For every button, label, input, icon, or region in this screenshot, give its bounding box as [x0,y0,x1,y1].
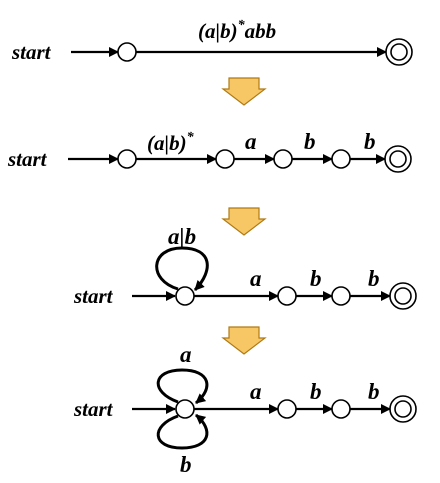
stage-2: start (a|b)* a b b [7,129,412,173]
transition-label: b [310,379,322,404]
transition-label: a [250,379,262,404]
transition-label: b [310,266,322,291]
transition-label: b [304,129,316,154]
kleene-star: * [187,130,195,145]
stage-4: start a b a b b [73,342,417,477]
state [215,149,235,169]
regex-suffix: abb [245,19,277,43]
self-loop-edge [155,246,209,292]
transition-label: b [368,379,380,404]
accept-state-inner [394,400,412,418]
transition-label: b [364,129,376,154]
down-arrow-icon [221,207,267,236]
stage-3: start a|b a b b [73,224,417,310]
accept-state-inner [394,287,412,305]
loop-label-bottom: b [180,452,192,477]
regex-group: (a|b) [198,19,238,43]
transition-label: (a|b)*abb [198,18,276,43]
start-label: start [11,40,52,64]
state [175,286,195,306]
loop-label-top: a [180,342,192,367]
state [331,399,351,419]
transition-label: a [245,129,257,154]
self-loop-edge-top [156,368,209,405]
state [277,286,297,306]
state [331,149,351,169]
accept-state-inner [390,43,408,61]
transition-label: a [250,266,262,291]
state [277,399,297,419]
start-label: start [73,284,114,308]
state [273,149,293,169]
kleene-star: * [238,18,246,33]
state [117,149,137,169]
down-arrow-icon [221,77,267,106]
loop-label: a|b [168,224,196,249]
stage-1: start (a|b)*abb [11,18,413,66]
self-loop-edge-bottom [156,413,209,450]
down-arrow-icon [221,326,267,355]
state [175,399,195,419]
transition-label: b [368,266,380,291]
transition-label: (a|b)* [147,130,195,155]
state [117,42,137,62]
regex-group: (a|b) [147,131,187,155]
start-label: start [7,147,48,171]
state [331,286,351,306]
accept-state-inner [389,150,407,168]
start-label: start [73,397,114,421]
